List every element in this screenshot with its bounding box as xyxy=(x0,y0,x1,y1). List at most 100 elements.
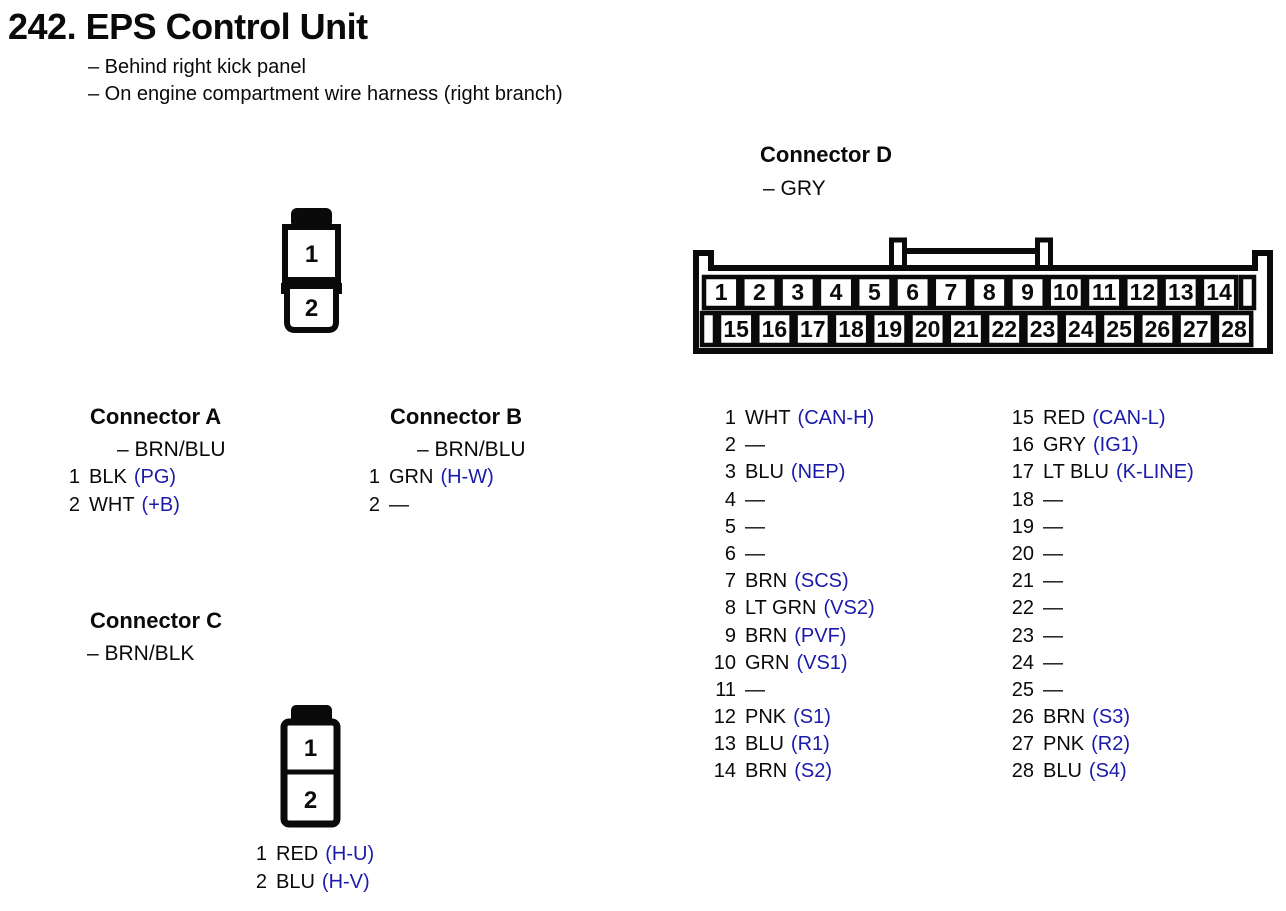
pin-number: 1 xyxy=(68,466,80,488)
pin-wire-color: — xyxy=(745,542,765,565)
pin-number: 5 xyxy=(724,515,736,538)
connector-d-cavity-label-24: 24 xyxy=(1068,316,1094,342)
connector-d-cavity-26 xyxy=(1138,310,1177,348)
pin-row: 2— xyxy=(702,434,875,461)
connector-d-cavity-label-27: 27 xyxy=(1183,316,1209,342)
connector-c-diagram: 1 2 xyxy=(280,705,341,828)
connector-d-cavity-12 xyxy=(1123,274,1162,311)
pin-signal-name: (R1) xyxy=(790,733,830,756)
pin-signal-name: (PVF) xyxy=(794,624,847,647)
connector-d-cavity-21 xyxy=(946,310,986,348)
connector-ab-diagram: 1 2 xyxy=(281,208,342,333)
pin-signal-name: (S2) xyxy=(794,760,833,783)
connector-d-cavity-8 xyxy=(969,274,1009,311)
pin-wire-color: — xyxy=(1043,515,1063,538)
pin-wire-color: PNK xyxy=(1043,733,1085,756)
connector-d-cavity-label-26: 26 xyxy=(1145,316,1171,342)
connector-d-cavity-label-21: 21 xyxy=(953,316,979,342)
connector-d-cavity-label-10: 10 xyxy=(1053,279,1079,305)
pin-number: 3 xyxy=(724,461,736,484)
pin-signal-name: (CAN-L) xyxy=(1092,407,1166,429)
connector-c-pin-1-label: 1 xyxy=(304,735,317,762)
pin-signal-name: (R2) xyxy=(1091,733,1131,756)
connector-d-latch-bar xyxy=(902,248,1040,254)
connector-d-cavity-11 xyxy=(1084,274,1124,311)
connector-d-cavity-2 xyxy=(740,274,779,311)
pin-number: 14 xyxy=(713,760,736,783)
location-line-1: – Behind right kick panel xyxy=(88,56,306,78)
pin-signal-name: (SCS) xyxy=(794,570,849,593)
pin-row: 19 — xyxy=(1000,516,1194,543)
pin-wire-color: BLU xyxy=(276,870,315,893)
pin-wire-color: — xyxy=(745,678,765,701)
pin-row: 3 BLU (NEP) xyxy=(702,461,875,488)
connector-c-title: Connector C xyxy=(90,608,222,633)
pin-row: 4— xyxy=(702,489,875,516)
pin-signal-name: (NEP) xyxy=(790,461,846,484)
connector-ab-cavity-1 xyxy=(282,224,341,283)
pin-signal-name: (VS2) xyxy=(823,597,875,620)
pin-number: 1 xyxy=(724,407,736,429)
connector-b-title: Connector B xyxy=(390,404,522,429)
pin-signal-name: (S1) xyxy=(793,706,831,729)
connector-d-cavity-label-12: 12 xyxy=(1130,279,1156,305)
connector-d-cavity-label-15: 15 xyxy=(723,316,749,342)
connector-a-title: Connector A xyxy=(90,404,222,429)
pin-number: 23 xyxy=(1011,624,1034,647)
connector-d-cavity-label-4: 4 xyxy=(830,279,843,305)
connector-d-cavity-label-28: 28 xyxy=(1221,316,1247,342)
pin-number: 2 xyxy=(368,493,380,516)
connector-d-cavity-label-14: 14 xyxy=(1206,279,1232,305)
pin-signal-name: (K-LINE) xyxy=(1115,461,1194,484)
connector-d-cavity-25 xyxy=(1099,310,1139,348)
connector-d-cavity-label-5: 5 xyxy=(868,279,881,305)
pin-number: 19 xyxy=(1011,515,1034,538)
pin-number: 1 xyxy=(255,843,267,865)
connector-d-cavity-23 xyxy=(1023,310,1062,348)
pin-number: 16 xyxy=(1011,434,1034,457)
connector-d-cavity-label-17: 17 xyxy=(800,316,826,342)
pin-number: 9 xyxy=(724,624,736,647)
pin-number: 15 xyxy=(1011,407,1034,429)
pin-number: 12 xyxy=(713,706,736,729)
pin-wire-color: GRN xyxy=(745,651,790,674)
pin-signal-name: (H-W) xyxy=(440,466,494,488)
connector-d-cavity-5 xyxy=(854,274,894,311)
pin-number: 10 xyxy=(713,651,736,674)
connector-d-cavity-10 xyxy=(1046,274,1086,311)
pin-signal-name: (+B) xyxy=(141,493,180,516)
connector-d-cavity-27 xyxy=(1176,310,1216,348)
connector-d-cavity-label-7: 7 xyxy=(945,279,958,305)
pin-row: 23— xyxy=(1000,625,1194,652)
location-line-2: – On engine compartment wire harness (ri… xyxy=(88,83,563,105)
pin-number: 21 xyxy=(1011,570,1034,593)
connector-d-cavity-19 xyxy=(869,310,909,348)
pin-row: 2— xyxy=(366,494,494,522)
pin-number: 11 xyxy=(715,678,736,701)
connector-ab-pin-1-label: 1 xyxy=(305,241,318,268)
pin-wire-color: BLU xyxy=(745,461,784,484)
connector-d-cavity-label-25: 25 xyxy=(1106,316,1132,342)
connector-d-cavity-label-2: 2 xyxy=(753,279,766,305)
pin-wire-color: LT BLU xyxy=(1043,461,1109,484)
pin-signal-name: (IG1) xyxy=(1092,434,1139,457)
pin-number: 20 xyxy=(1011,542,1034,565)
connector-d-cavity-24 xyxy=(1061,310,1101,348)
connector-d-cavity-label-9: 9 xyxy=(1021,279,1034,305)
pin-wire-color: BLU xyxy=(1043,760,1082,783)
pin-wire-color: — xyxy=(389,493,409,516)
pin-signal-name: (S4) xyxy=(1088,760,1127,783)
connector-d-cavity-4 xyxy=(816,274,856,311)
